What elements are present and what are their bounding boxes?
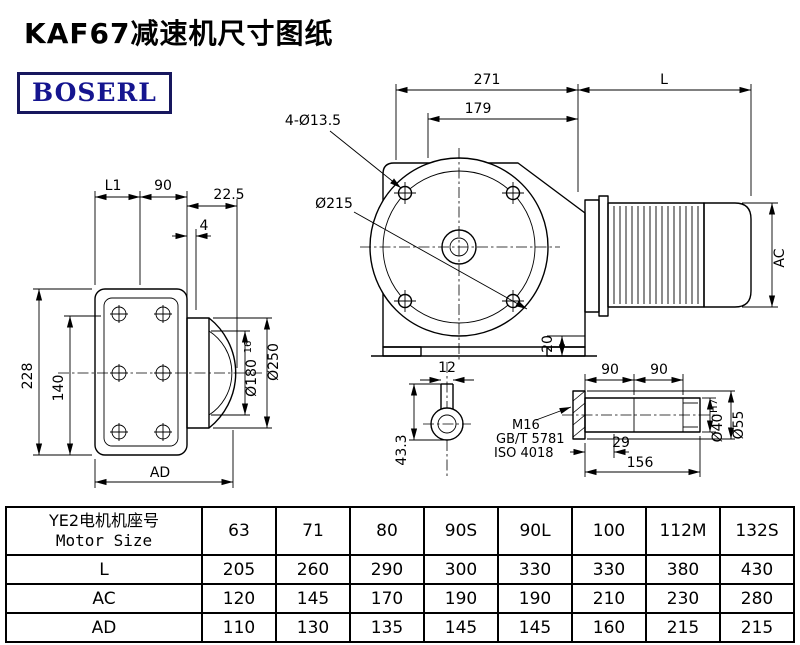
dim-label-156: 156: [627, 455, 654, 471]
dim-label-180: Ø180: [244, 359, 260, 397]
table-row-L: L 205 260 290 300 330 330 380 430: [5, 554, 795, 585]
fan-cover: [703, 202, 752, 308]
size-col-header: 63: [201, 506, 277, 556]
value-cell: 290: [349, 554, 425, 585]
dim-label-90b: 90: [650, 362, 668, 378]
input-shaft-detail-view: 90 90 M16 GB/T 5781 ISO 4018 29 156 Ø40 …: [494, 362, 747, 477]
dim-label-179: 179: [465, 101, 492, 117]
side-view: [58, 288, 262, 456]
value-cell: 215: [645, 612, 721, 643]
dim-label-40: Ø40: [710, 414, 726, 443]
dim-label-29: 29: [612, 435, 630, 451]
table-row-AC: AC 120 145 170 190 190 210 230 280: [5, 583, 795, 614]
value-cell: 135: [349, 612, 425, 643]
dim-label-12: 12: [438, 360, 456, 376]
value-cell: 430: [719, 554, 795, 585]
value-cell: 120: [201, 583, 277, 614]
value-cell: 145: [275, 583, 351, 614]
page-title: KAF67减速机尺寸图纸: [24, 17, 334, 50]
dim-label-90-side: 90: [154, 178, 172, 194]
row-label-L: L: [5, 554, 203, 585]
value-cell: 210: [571, 583, 647, 614]
value-cell: 130: [275, 612, 351, 643]
size-col-header: 100: [571, 506, 647, 556]
dim-label-L1: L1: [105, 178, 122, 194]
dimension-table: YE2电机机座号 Motor Size 63 71 80 90S 90L 100…: [5, 506, 795, 643]
size-col-header: 112M: [645, 506, 721, 556]
callout-iso: ISO 4018: [494, 446, 554, 461]
value-cell: 145: [497, 612, 573, 643]
housing-outline: [382, 162, 586, 348]
value-cell: 110: [201, 612, 277, 643]
value-cell: 215: [719, 612, 795, 643]
size-col-header: 90S: [423, 506, 499, 556]
output-flange-bulge: [208, 317, 237, 429]
dim-label-bolt-holes: 4-Ø13.5: [285, 113, 341, 129]
dim-label-43-3: 43.3: [394, 434, 410, 465]
front-view: [360, 148, 597, 362]
dim-label-20: 20: [540, 335, 556, 353]
size-col-header: 71: [275, 506, 351, 556]
value-cell: 190: [497, 583, 573, 614]
motor-fins: [613, 206, 699, 304]
size-col-header: 90L: [497, 506, 573, 556]
output-shaft-end-view: 12 43.3: [394, 360, 474, 478]
shaft-body: [584, 397, 701, 433]
value-cell: 205: [201, 554, 277, 585]
side-view-dimensions: L1 90 22.5 4 228 140 AD Ø180 16: [20, 178, 282, 488]
motor-flange: [598, 195, 609, 317]
table-header-row: YE2电机机座号 Motor Size 63 71 80 90S 90L 100…: [5, 506, 795, 556]
dim-label-4: 4: [200, 218, 209, 234]
technical-drawing: L1 90 22.5 4 228 140 AD Ø180 16: [20, 72, 788, 488]
dim-label-22-5: 22.5: [213, 187, 244, 203]
dim-label-90a: 90: [601, 362, 619, 378]
brand-logo-text: BOSERL: [32, 78, 157, 107]
value-cell: 190: [423, 583, 499, 614]
foot-left: [382, 346, 422, 357]
dim-label-215: Ø215: [315, 196, 353, 212]
front-view-dimensions: 271 L 179 4-Ø13.5 Ø215 AC 20: [285, 72, 788, 356]
value-cell: 160: [571, 612, 647, 643]
dim-label-250: Ø250: [266, 343, 282, 381]
dim-label-40-tol: H7: [709, 399, 720, 413]
value-cell: 145: [423, 612, 499, 643]
motor-size-header: YE2电机机座号 Motor Size: [5, 506, 203, 556]
dim-label-AC: AC: [772, 248, 788, 267]
size-col-header: 80: [349, 506, 425, 556]
dim-label-140: 140: [51, 375, 67, 402]
value-cell: 260: [275, 554, 351, 585]
bolt-holes-side: [110, 305, 172, 441]
motor-size-header-cn: YE2电机机座号: [48, 511, 160, 530]
dim-label-L: L: [660, 72, 668, 88]
row-label-AD: AD: [5, 612, 203, 643]
row-label-AC: AC: [5, 583, 203, 614]
output-flange-neck: [186, 317, 210, 429]
value-cell: 380: [645, 554, 721, 585]
table-row-AD: AD 110 130 135 145 145 160 215 215: [5, 612, 795, 643]
dim-label-271: 271: [474, 72, 501, 88]
value-cell: 330: [497, 554, 573, 585]
callout-m16: M16: [512, 418, 540, 433]
value-cell: 170: [349, 583, 425, 614]
motor-size-header-en: Motor Size: [55, 531, 153, 550]
brand-logo: BOSERL: [17, 72, 172, 114]
value-cell: 280: [719, 583, 795, 614]
dim-label-AD: AD: [150, 465, 170, 481]
dim-label-180-tol: 16: [243, 341, 254, 354]
size-col-header: 132S: [719, 506, 795, 556]
dim-label-55: Ø55: [731, 411, 747, 440]
motor-view: [584, 195, 752, 317]
callout-gb: GB/T 5781: [496, 432, 565, 447]
input-adapter: [584, 199, 600, 313]
dim-label-228: 228: [20, 363, 36, 390]
value-cell: 330: [571, 554, 647, 585]
value-cell: 230: [645, 583, 721, 614]
value-cell: 300: [423, 554, 499, 585]
